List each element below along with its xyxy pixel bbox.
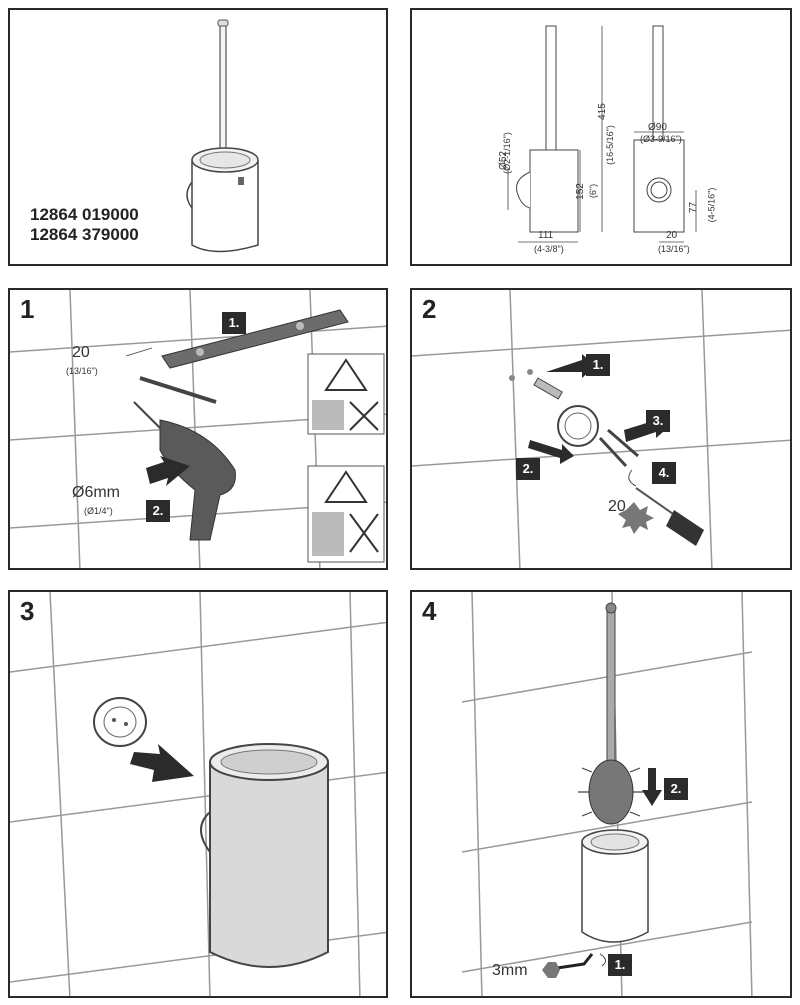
hex-key-size-label: 3mm <box>492 962 528 979</box>
offset-inch-label: (13/16") <box>66 366 98 376</box>
step-1-illustration <box>10 290 386 568</box>
dim-body-height-inch: (6") <box>588 183 599 199</box>
dim-offset: 20 <box>666 230 678 241</box>
dimension-drawing <box>507 25 697 243</box>
torx-size-label: 20 <box>608 498 626 515</box>
dim-depth: 111 <box>538 230 554 241</box>
offset-label: 20 <box>72 344 90 361</box>
step-label-3: 3. <box>646 410 670 432</box>
dim-height-inch: (16-5/16") <box>604 125 615 165</box>
product-overview-panel: 12864 019000 12864 379000 <box>8 8 388 266</box>
step-label-2: 2. <box>516 458 540 480</box>
dim-body-height: 152 <box>574 183 586 200</box>
step-3-panel: 3 <box>8 590 388 998</box>
dim-depth-inch: (4-3/8") <box>534 244 564 254</box>
torx-icon <box>618 502 654 534</box>
step-3-illustration <box>10 592 386 996</box>
push-arrow-icon <box>130 744 194 782</box>
screw-icon <box>598 436 628 468</box>
step-label-1: 1. <box>608 954 632 976</box>
spirit-level <box>161 309 349 369</box>
step-2-panel: 2 1. 2. 3. 4. 20 <box>410 288 792 570</box>
mounting-plate-icon <box>93 697 147 747</box>
step-label-2: 2. <box>664 778 688 800</box>
product-codes: 12864 019000 12864 379000 <box>30 205 139 245</box>
step-number: 2 <box>422 294 437 324</box>
step-label-1: 1. <box>586 354 610 376</box>
mounting-plate-icon <box>557 405 599 447</box>
step-label-1: 1. <box>222 312 246 334</box>
holder-cup-icon <box>581 829 649 943</box>
warning-water-pipe-icon <box>307 353 385 435</box>
step-1-panel: 1 1. 2. 20 (13/16") Ø6mm (Ø1/4") <box>8 288 388 570</box>
dim-mount-height: 77 <box>688 201 700 214</box>
holder-cup-icon <box>200 743 329 968</box>
screw-anchors-icon <box>509 369 563 400</box>
step-2-illustration <box>412 290 790 568</box>
step-number: 1 <box>20 294 35 324</box>
hex-key-icon <box>542 953 594 978</box>
step-4-illustration <box>461 592 753 996</box>
dimension-drawing-panel: 415 (16-5/16") Ø52 (Ø2-1/16") 152 (6") 1… <box>410 8 792 266</box>
dim-offset-inch: (13/16") <box>658 244 690 254</box>
push-arrow-icon <box>146 456 190 486</box>
step-number: 4 <box>422 596 437 626</box>
dim-top-diameter: Ø90 <box>648 122 667 133</box>
brush-icon <box>578 602 644 825</box>
dim-mount-height-inch: (4-5/16") <box>706 187 717 223</box>
product-code-1: 12864 019000 <box>30 205 139 224</box>
dim-top-diameter-inch: (Ø3-9/16") <box>640 134 682 144</box>
step-4-panel: 4 2. 1. 3mm <box>410 590 792 998</box>
drill-size-inch-label: (Ø1/4") <box>84 506 113 516</box>
brush-holder-illustration <box>186 19 259 253</box>
dim-cup-diameter-inch: (Ø2-1/16") <box>501 132 512 174</box>
step-label-4: 4. <box>652 462 676 484</box>
product-code-2: 12864 379000 <box>30 225 139 244</box>
down-arrow-icon <box>642 768 662 806</box>
screwdriver-icon <box>635 487 704 546</box>
warning-electric-icon <box>307 465 385 563</box>
step-number: 3 <box>20 596 35 626</box>
drill-size-label: Ø6mm <box>72 484 120 501</box>
dim-height: 415 <box>596 103 608 120</box>
step-label-2: 2. <box>146 500 170 522</box>
